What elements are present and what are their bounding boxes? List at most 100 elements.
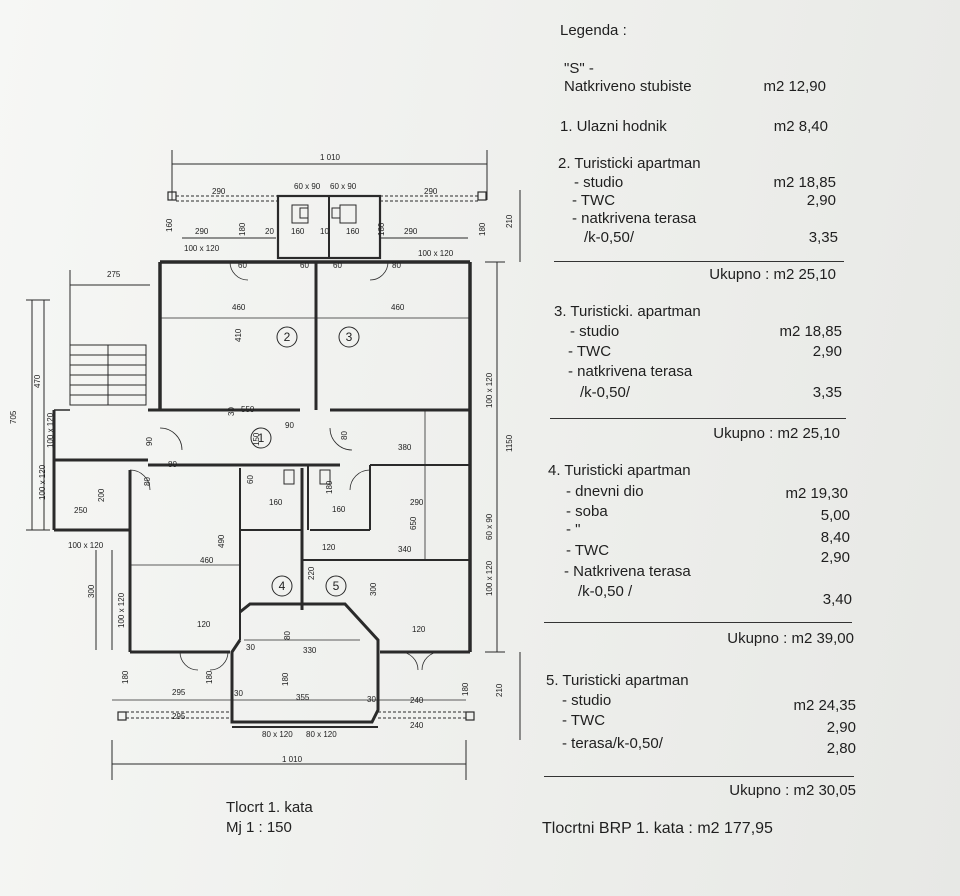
legend-item5-terasa-value: 2,80 [826, 740, 856, 757]
window-label: 60 x 90 [485, 513, 494, 540]
legend-item5-rule [544, 776, 854, 777]
legend-item3-terasa: - natkrivena terasa [568, 363, 693, 380]
dim-label: 60 [300, 261, 309, 270]
dim-label: 250 [74, 506, 88, 515]
dim-label: 650 [409, 516, 418, 530]
dim-label: 120 [197, 620, 211, 629]
dim-label: 330 [303, 646, 317, 655]
dim-label: 300 [369, 582, 378, 596]
legend-item3-twc: - TWC [568, 343, 612, 360]
dim-label: 200 [97, 488, 106, 502]
window-label: 100 x 120 [38, 464, 47, 500]
dim-label: 295 [172, 688, 186, 697]
window-label: 100 x 120 [68, 541, 104, 550]
dim-label: 410 [234, 328, 243, 342]
legend-item5-total: Ukupno : m2 30,05 [729, 782, 856, 799]
legend-item3-title: 3. Turisticki. apartman [554, 303, 701, 320]
legend-item4-terasa-k: /k-0,50 / [578, 583, 633, 600]
dim-label: 30 [246, 643, 255, 652]
dim-label: 180 [325, 480, 334, 494]
legend-item3-studio: - studio [570, 323, 620, 340]
dim-label: 180 [238, 222, 247, 236]
legend-item1-value: m2 8,40 [773, 118, 828, 135]
dim-label: 180 [205, 670, 214, 684]
room-number-1: 1 [258, 431, 265, 445]
dim-label: 210 [495, 683, 504, 697]
dim-label: 220 [307, 566, 316, 580]
legend-item4-soba-value: 5,00 [820, 507, 850, 524]
room-number-3: 3 [346, 330, 353, 344]
window-label: 100 x 120 [184, 244, 220, 253]
dim-label: 180 [478, 222, 487, 236]
legend-item5-terasa: - terasa/k-0,50/ [562, 735, 663, 752]
legend-panel: Legenda : "S" - Natkriveno stubiste m2 1… [540, 0, 960, 896]
dim-label: 10 [320, 227, 329, 236]
legend-item3-total: Ukupno : m2 25,10 [713, 425, 840, 442]
dim-label: 290 [424, 187, 438, 196]
dim-label: 290 [212, 187, 226, 196]
dim-overall-height: 1150 [505, 434, 514, 452]
legend-item2-twc-value: 2,90 [806, 192, 836, 209]
window-label: 60 x 90 [330, 182, 357, 191]
dim-label: 240 [410, 696, 424, 705]
legend-item5-twc-value: 2,90 [826, 719, 856, 736]
dim-label: 180 [377, 222, 386, 236]
dim-label: 80 [392, 261, 401, 270]
legend-item2-studio: - studio [574, 174, 624, 191]
floor-plan: 2 3 1 4 5 1 010 290 290 60 x 90 60 x 90 … [9, 150, 521, 838]
dim-total-width-top: 1 010 [320, 153, 341, 162]
dim-label: 355 [296, 693, 310, 702]
legend-item4-title: 4. Turisticki apartman [548, 462, 691, 479]
legend-item1-label: 1. Ulazni hodnik [560, 118, 667, 135]
legend-item2-rule [554, 261, 844, 262]
dim-label: 295 [172, 712, 186, 721]
dim-label: 180 [281, 672, 290, 686]
legend-item4-ditto: - " [566, 521, 581, 538]
plan-title-block: Tlocrt 1. kata Mj 1 : 150 [226, 798, 313, 838]
dim-label: 30 [227, 407, 236, 416]
legend-item4-dnevni: - dnevni dio [566, 483, 644, 500]
legend-s-label: Natkriveno stubiste [564, 78, 692, 95]
dim-label: 460 [232, 303, 246, 312]
dim-label: 180 [461, 682, 470, 696]
legend-item2-terasa-value: 3,35 [808, 229, 838, 246]
dim-label: 160 [291, 227, 305, 236]
plan-scale: Mj 1 : 150 [226, 819, 292, 836]
dim-label: 30 [234, 689, 243, 698]
dim-label: 340 [398, 545, 412, 554]
legend-item3-terasa-k: /k-0,50/ [580, 384, 631, 401]
legend-item4-twc: - TWC [566, 542, 610, 559]
dim-label: 275 [107, 270, 121, 279]
legend-item5-title: 5. Turisticki apartman [546, 672, 689, 689]
legend-s-value: m2 12,90 [763, 78, 826, 95]
dim-label: 60 [333, 261, 342, 270]
legend-item2-studio-value: m2 18,85 [773, 174, 836, 191]
legend-brp-total: Tlocrtni BRP 1. kata : m2 177,95 [542, 820, 773, 837]
dim-label: 160 [165, 218, 174, 232]
legend-item2-title: 2. Turisticki apartman [558, 155, 701, 172]
legend-item4-total: Ukupno : m2 39,00 [727, 630, 854, 647]
legend-item5-twc: - TWC [562, 712, 606, 729]
dim-label: 80 [340, 431, 349, 440]
window-label: 80 x 120 [262, 730, 293, 739]
dim-label: 20 [265, 227, 274, 236]
legend-item4-twc-value: 2,90 [820, 549, 850, 566]
legend-item4-dnevni-value: m2 19,30 [785, 485, 848, 502]
dim-label: 460 [200, 556, 214, 565]
room-number-4: 4 [279, 579, 286, 593]
floor-plan-drawing: 2 3 1 4 5 1 010 290 290 60 x 90 60 x 90 … [9, 150, 521, 780]
legend-item2-total: Ukupno : m2 25,10 [709, 266, 836, 283]
legend-item4-ditto-value: 8,40 [820, 529, 850, 546]
legend-item4-soba: - soba [566, 503, 608, 520]
dim-label: 60 [246, 475, 255, 484]
window-label: 80 x 120 [306, 730, 337, 739]
legend-item4-rule [544, 622, 852, 623]
legend-heading: Legenda : [560, 22, 627, 39]
room-number-2: 2 [284, 330, 291, 344]
legend-s-code: "S" - [564, 60, 594, 77]
legend-item3-rule [550, 418, 846, 419]
dim-label: 150 [252, 432, 261, 446]
dim-label: 120 [412, 625, 426, 634]
legend-item3-terasa-value: 3,35 [812, 384, 842, 401]
